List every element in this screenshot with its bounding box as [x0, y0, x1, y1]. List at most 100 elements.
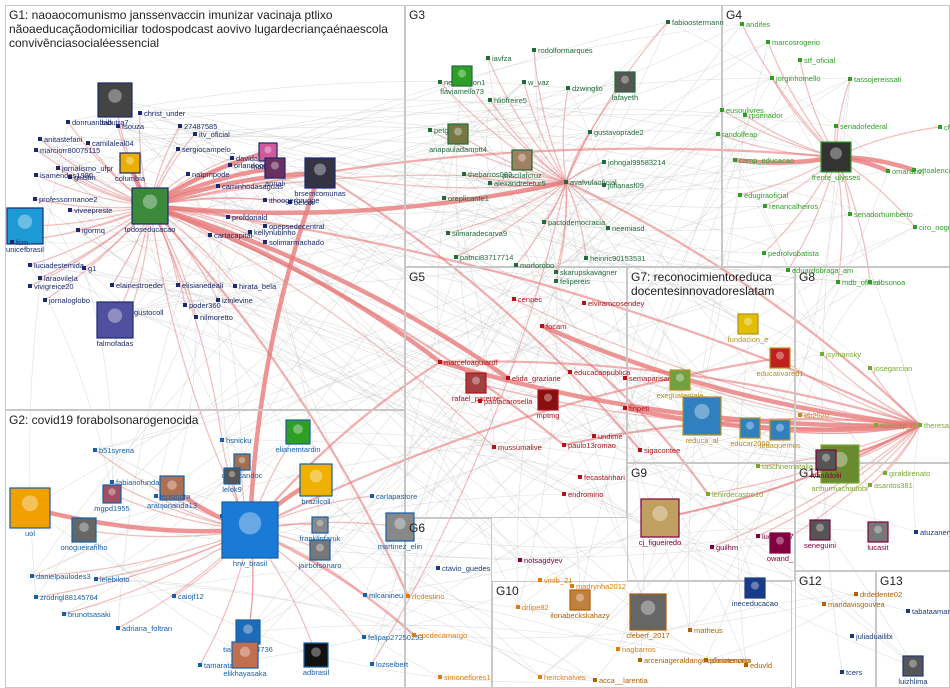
node-luciadestemida[interactable]: luciadestemida [28, 261, 85, 270]
node-ithoogerbrugge[interactable]: ithoogerbrugge [263, 196, 319, 205]
node-tabataamaralsp[interactable]: tabataamaralsp [906, 607, 950, 616]
node-anapauladamott4[interactable]: anapauladamott4 [429, 123, 487, 154]
node-cleberf_2017[interactable]: cleberf_2017 [626, 593, 670, 640]
node-elisianedeali[interactable]: elisianedeali [176, 281, 224, 290]
node-caminhodasaguas[interactable]: caminhodasaguas [216, 182, 283, 191]
node-undime[interactable]: undime [592, 432, 623, 441]
node-madrynha2012[interactable]: madrynha2012 [570, 582, 626, 591]
node-caiojf12[interactable]: caiojf12 [172, 592, 204, 601]
node-g1[interactable]: g1 [82, 264, 96, 273]
node-neemiasd[interactable]: neemiasd [606, 224, 645, 233]
node-dzwinglio[interactable]: dzwinglio [566, 84, 603, 93]
node-julianasf09[interactable]: julianasf09 [602, 181, 644, 190]
node-izinlevine[interactable]: izinlevine [216, 296, 253, 305]
node-johngal99583214[interactable]: johngal99583214 [602, 158, 666, 167]
node-sigacontee[interactable]: sigacontee [638, 446, 680, 455]
node-fcm[interactable]: fcm [10, 238, 28, 247]
node-opepsedecentral[interactable]: opepsedecentral [263, 222, 325, 231]
node-mptmg[interactable]: mptmg [537, 389, 560, 420]
node-elianemtardin[interactable]: elianemtardin [275, 419, 321, 454]
node-igormq[interactable]: igormq [76, 226, 105, 235]
node-bidutra7[interactable]: bidutra7 [97, 82, 133, 127]
node-felipap27250253[interactable]: felipap27250253 [362, 633, 423, 642]
node-ciro_nogueira[interactable]: ciro_nogueira [913, 223, 950, 232]
node-simoneflores1[interactable]: simoneflores1 [438, 673, 491, 682]
node-donruanbab[interactable]: donruanbab [66, 118, 112, 127]
node-pliniotenorio[interactable]: pliniotenorio [704, 656, 750, 665]
node-danielpaulodes3[interactable]: danielpaulodes3 [30, 572, 91, 581]
node-luizhlima[interactable]: luizhlima [898, 655, 928, 686]
node-adbrasil[interactable]: adbrasil [303, 642, 330, 677]
node-avalvulaoficial[interactable]: avalvulaoficial [564, 178, 617, 187]
node-ineceducacao[interactable]: ineceducacao [732, 577, 778, 608]
node-vivigreice20[interactable]: vivigreice20 [28, 282, 74, 291]
node-araujonanda13[interactable]: araujonanda13 [147, 475, 197, 510]
node-giustin[interactable]: giustin [68, 173, 96, 182]
node-atuzanery[interactable]: atuzanery [914, 528, 950, 537]
node-marciap_rj[interactable]: marciap_rj [874, 421, 915, 430]
node-ctavio_guedes[interactable]: ctavio_guedes [436, 564, 491, 573]
node-semaparisantos[interactable]: semaparisantos [623, 374, 682, 383]
node-w_vaz[interactable]: w_vaz [522, 78, 550, 87]
node-taschnernatalia[interactable]: taschnernatalia [756, 462, 814, 471]
node-alexandreletur5[interactable]: alexandreletur5 [488, 179, 546, 188]
node-martinez_elin[interactable]: martinez_elin [378, 512, 423, 551]
node-drdedente02[interactable]: drdedente02 [854, 590, 902, 599]
node-elida_graziane[interactable]: elida_graziane [506, 374, 561, 383]
node-franklinfaruk[interactable]: franklinfaruk [300, 516, 341, 543]
node-camp_educacao[interactable]: camp_educacao [733, 156, 794, 165]
node-belcor[interactable]: belcor [288, 198, 315, 207]
node-leosindra[interactable]: leosindra [154, 492, 191, 501]
node-donacandoc[interactable]: donacandoc [222, 453, 263, 480]
node-morforobo[interactable]: morforobo [514, 261, 554, 270]
node-cfoab[interactable]: cfoab [938, 123, 950, 132]
node-onogueirafilho[interactable]: onogueirafilho [60, 517, 108, 552]
node-marciorr80075115[interactable]: marciorr80075115 [34, 146, 100, 155]
node-fundacion_e[interactable]: fundacion_e [728, 313, 769, 344]
node-solimarmachado[interactable]: solimarmachado [263, 238, 324, 247]
node-laraovilela[interactable]: laraovilela [38, 274, 79, 283]
node-rodolformarques[interactable]: rodolformarques [532, 46, 593, 55]
node-educar2050[interactable]: educar2050 [730, 417, 770, 448]
node-ottoalencar[interactable]: ottoalencar [912, 166, 950, 175]
node-hirata_bela[interactable]: hirata_bela [233, 282, 277, 291]
node-nilmoretto[interactable]: nilmoretto [194, 313, 233, 322]
node-ivanildolii[interactable]: ivanildolii [811, 449, 842, 480]
node-jorginhomello[interactable]: jorginhomello [770, 74, 821, 83]
node-cenpec[interactable]: cenpec [512, 295, 542, 304]
node-professormanoe2[interactable]: professormanoe2 [33, 195, 97, 204]
node-skarupskavagner[interactable]: skarupskavagner [554, 268, 618, 277]
node-cj_figueiredo[interactable]: cj_figueiredo [639, 498, 682, 547]
node-notsagdyev[interactable]: notsagdyev [518, 556, 563, 565]
node-arceniageraldangeladannemann[interactable]: arceniageraldangeladannemann [638, 656, 752, 665]
node-educacaopublica[interactable]: educacaopublica [568, 368, 631, 377]
node-brazilcoll[interactable]: brazilcoll [299, 463, 333, 506]
node-frente_ulysses[interactable]: frente_ulysses [812, 141, 861, 182]
node-hliofreire5[interactable]: hliofreire5 [488, 96, 527, 105]
node-fabianofundaon[interactable]: fabianofundaon [110, 478, 168, 487]
node-matheus[interactable]: matheus [688, 626, 723, 635]
node-edugiraoficial[interactable]: edugiraoficial [738, 191, 789, 200]
node-iavfza[interactable]: iavfza [486, 54, 512, 63]
node-lenirdecastro10[interactable]: lenirdecastro10 [706, 490, 763, 499]
node-brunotsasaki[interactable]: brunotsasaki [62, 610, 111, 619]
node-anitastefani[interactable]: anitastefani [38, 135, 83, 144]
node-priscilafcruz[interactable]: priscilafcruz [502, 149, 542, 180]
node-andifes[interactable]: andifes [740, 20, 770, 29]
node-27487585[interactable]: 27487585 [178, 122, 217, 131]
node-josegarcian[interactable]: josegarcian [868, 364, 912, 373]
node-nagbarros[interactable]: nagbarros [616, 645, 656, 654]
node-silmaradecarva9[interactable]: silmaradecarva9 [446, 229, 507, 238]
node-vmlb_21[interactable]: vmlb_21 [538, 576, 572, 585]
node-acca__larentia[interactable]: acca__larentia [593, 676, 649, 685]
node-robsonoa[interactable]: robsonoa [868, 278, 906, 287]
node-fabioostermann[interactable]: fabioostermann [666, 18, 724, 27]
node-hsnicku[interactable]: hsnicku [220, 436, 251, 445]
node-brsemcomunas[interactable]: brsemcomunas [294, 157, 346, 198]
node-focam[interactable]: focam [540, 322, 566, 331]
node-eusoulivres[interactable]: eusoulivres [720, 106, 764, 115]
node-jsymansky[interactable]: jsymansky [820, 350, 861, 359]
node-marceloaguiardf[interactable]: marceloaguiardf [438, 358, 499, 367]
node-christ_under[interactable]: christ_under [138, 109, 186, 118]
node-isamendes1980[interactable]: isamendes1980 [34, 171, 93, 180]
